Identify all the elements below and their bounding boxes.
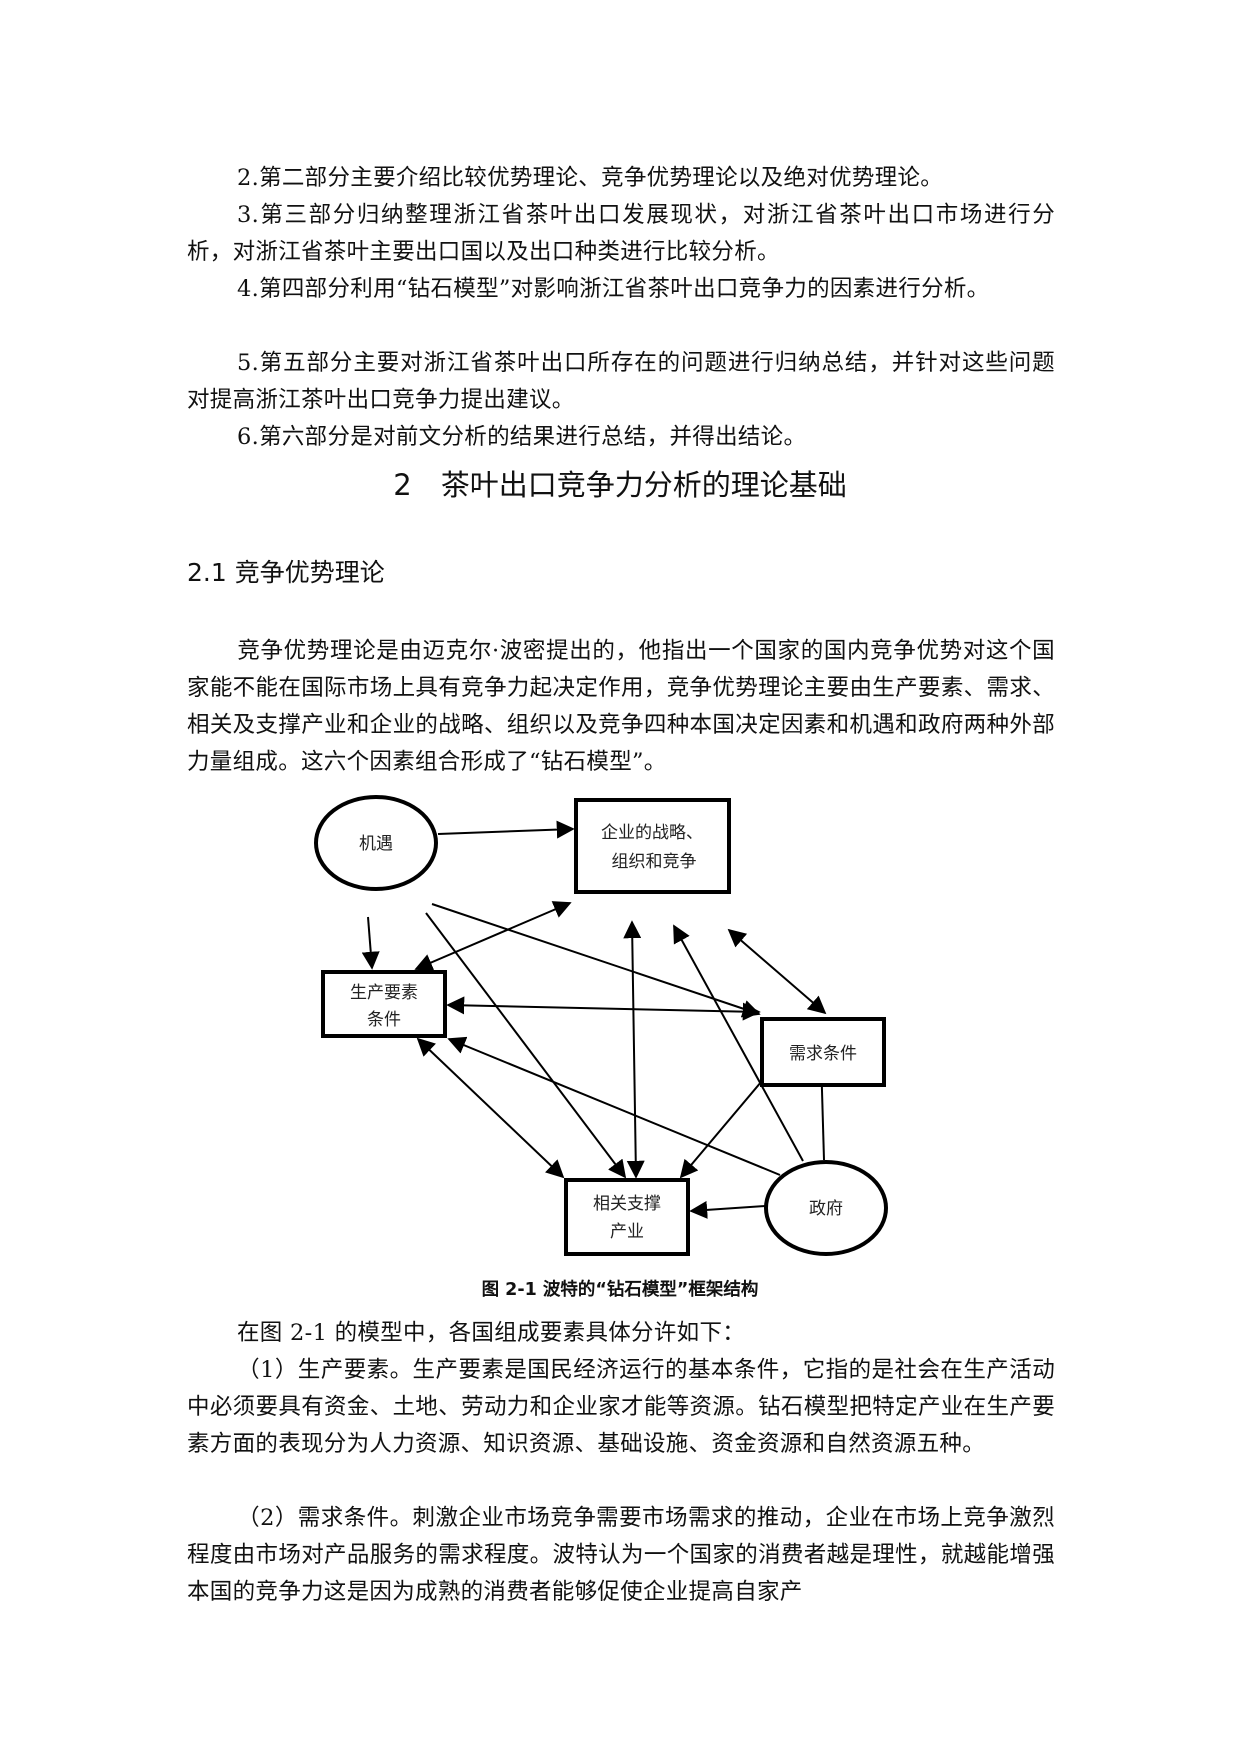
chapter-heading: 2 茶叶出口竞争力分析的理论基础 <box>393 468 847 502</box>
analysis-item-1: （1）生产要素。生产要素是国民经济运行的基本条件，它指的是社会在生产活动中必须要… <box>187 1352 1055 1463</box>
label-demand: 需求条件 <box>789 1044 857 1064</box>
arrow-opportunity-strategy <box>437 820 575 839</box>
arrow-government-factor <box>447 1036 781 1176</box>
intro-item-6: 6.第六部分是对前文分析的结果进行总结，并得出结论。 <box>187 419 1055 456</box>
arrow-factor-related <box>416 1037 565 1179</box>
intro-item-2-text: 2.第二部分主要介绍比较优势理论、竞争优势理论以及绝对优势理论。 <box>237 165 944 191</box>
label-strategy-1: 企业的战略、 <box>601 823 703 843</box>
intro-item-3-text: 3.第三部分归纳整理浙江省茶叶出口发展现状，对浙江省茶叶出口市场进行分析，对浙江… <box>187 202 1055 265</box>
arrow-strategy-related <box>623 920 645 1179</box>
section-heading: 2.1 竞争优势理论 <box>187 558 385 587</box>
label-opportunity: 机遇 <box>359 834 393 854</box>
label-government: 政府 <box>809 1199 843 1219</box>
node-government <box>764 1160 888 1256</box>
node-strategy <box>574 798 731 894</box>
analysis-intro-text: 在图 2-1 的模型中，各国组成要素具体分许如下： <box>237 1320 746 1346</box>
arrow-strategy-demand <box>727 928 827 1015</box>
analysis-item-2-text: （2）需求条件。刺激企业市场竞争需要市场需求的推动，企业在市场上竞争激烈程度由市… <box>187 1505 1055 1605</box>
intro-item-5-text: 5.第五部分主要对浙江省茶叶出口所存在的问题进行归纳总结，并针对这些问题对提高浙… <box>187 350 1055 413</box>
analysis-item-2: （2）需求条件。刺激企业市场竞争需要市场需求的推动，企业在市场上竞争激烈程度由市… <box>187 1500 1055 1611</box>
analysis-intro: 在图 2-1 的模型中，各国组成要素具体分许如下： <box>187 1315 1055 1352</box>
intro-item-5: 5.第五部分主要对浙江省茶叶出口所存在的问题进行归纳总结，并针对这些问题对提高浙… <box>187 345 1055 419</box>
arrow-government-related <box>689 1200 766 1219</box>
node-demand <box>760 1017 886 1087</box>
node-related <box>564 1178 690 1256</box>
arrow-factor-strategy <box>414 901 572 971</box>
arrow-opportunity-demand <box>431 903 761 1018</box>
theory-paragraph: 竞争优势理论是由迈克尔·波密提出的，他指出一个国家的国内竞争优势对这个国家能不能… <box>187 633 1055 781</box>
intro-item-6-text: 6.第六部分是对前文分析的结果进行总结，并得出结论。 <box>237 424 807 450</box>
node-opportunity <box>314 795 438 891</box>
label-related-2: 产业 <box>610 1222 644 1242</box>
analysis-item-1-text: （1）生产要素。生产要素是国民经济运行的基本条件，它指的是社会在生产活动中必须要… <box>187 1357 1055 1457</box>
label-factor-1: 生产要素 <box>350 983 418 1003</box>
intro-item-4: 4.第四部分利用“钻石模型”对影响浙江省茶叶出口竞争力的因素进行分析。 <box>187 271 1055 308</box>
node-factor <box>321 970 447 1038</box>
label-factor-2: 条件 <box>367 1010 401 1030</box>
arrow-factor-demand <box>446 996 761 1021</box>
label-related-1: 相关支撑 <box>593 1194 661 1214</box>
label-strategy-2: 组织和竞争 <box>612 852 697 872</box>
intro-item-4-text: 4.第四部分利用“钻石模型”对影响浙江省茶叶出口竞争力的因素进行分析。 <box>237 276 990 302</box>
intro-item-3: 3.第三部分归纳整理浙江省茶叶出口发展现状，对浙江省茶叶出口市场进行分析，对浙江… <box>187 197 1055 271</box>
figure-caption: 图 2-1 波特的“钻石模型”框架结构 <box>481 1280 759 1300</box>
theory-paragraph-text: 竞争优势理论是由迈克尔·波密提出的，他指出一个国家的国内竞争优势对这个国家能不能… <box>187 638 1055 775</box>
intro-item-2: 2.第二部分主要介绍比较优势理论、竞争优势理论以及绝对优势理论。 <box>187 160 1055 197</box>
arrow-opportunity-factor <box>361 916 380 970</box>
